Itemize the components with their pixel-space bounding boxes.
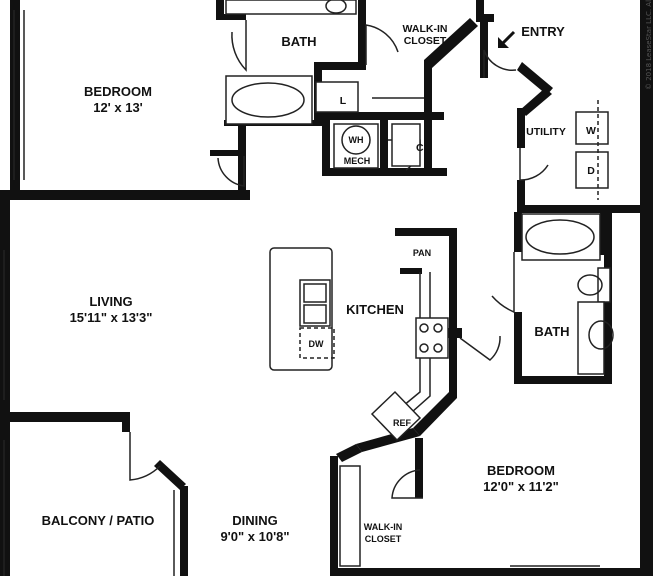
washer-label: W <box>586 125 596 137</box>
copyright-text: © 2018 LeaseStar LLC. All <box>645 0 653 90</box>
dining-size: 9'0" x 10'8" <box>220 529 289 544</box>
walk-in-closet-top-line1: WALK-IN <box>403 23 448 35</box>
refrigerator-label: REF <box>393 418 412 428</box>
windows <box>3 10 600 576</box>
bath-right-name: BATH <box>534 324 569 339</box>
bath-top-name: BATH <box>281 34 316 49</box>
dining-name: DINING <box>232 513 278 528</box>
doors <box>129 20 549 499</box>
entry-label: ENTRY <box>521 24 565 39</box>
closet-small-label: CL <box>416 142 431 154</box>
kitchen-label: KITCHEN <box>346 302 404 317</box>
dryer-label: D <box>587 165 595 177</box>
linen-label: L <box>340 95 347 107</box>
water-heater-label: WH <box>349 135 364 145</box>
bedroom-top-name: BEDROOM <box>84 84 152 99</box>
bedroom-bottom-size: 12'0" x 11'2" <box>483 479 559 494</box>
mech-label: MECH <box>344 156 371 166</box>
bedroom-bottom-name: BEDROOM <box>487 463 555 478</box>
pantry-label: PAN <box>413 248 431 258</box>
balcony-label: BALCONY / PATIO <box>42 513 155 528</box>
walk-in-closet-top-line2: CLOSET <box>404 35 447 47</box>
utility-label: UTILITY <box>526 126 566 138</box>
living-name: LIVING <box>89 294 132 309</box>
dishwasher-label: DW <box>309 339 324 349</box>
fixtures <box>225 0 614 567</box>
bedroom-top-size: 12' x 13' <box>93 100 143 115</box>
living-size: 15'11" x 13'3" <box>70 310 153 325</box>
walk-in-closet-bottom-line1: WALK-IN <box>364 522 403 532</box>
entry-arrow-icon <box>498 30 516 48</box>
walk-in-closet-bottom-line2: CLOSET <box>365 534 402 544</box>
